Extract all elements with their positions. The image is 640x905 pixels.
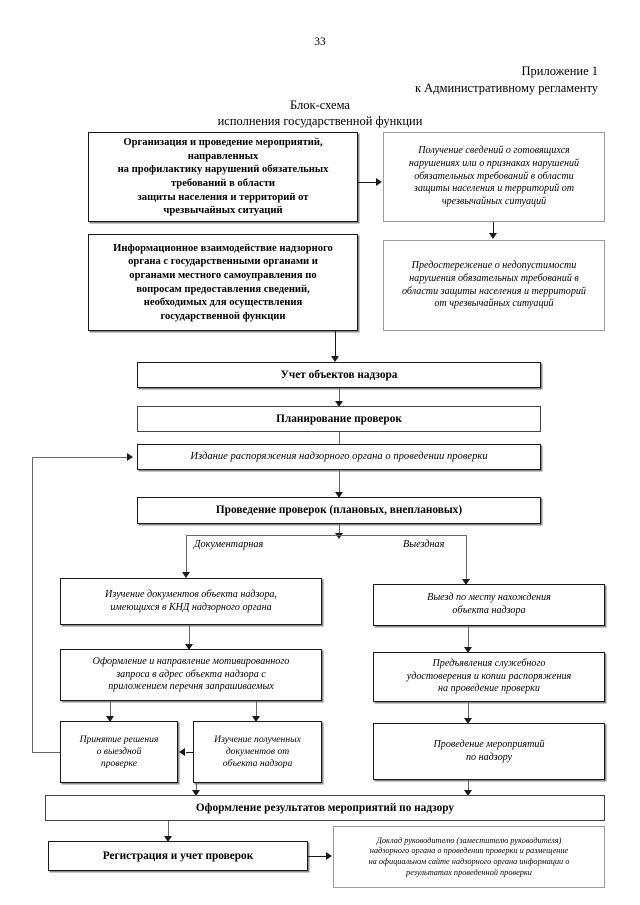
node-motivated-request[interactable]: Оформление и направление мотивированного… (60, 649, 322, 701)
appendix-line-2: к Административному регламенту (414, 81, 598, 95)
connector-feedback-horizontal-bottom (32, 752, 60, 753)
arrow-branch-documentary (182, 572, 190, 578)
connector-info-to-warning (493, 222, 494, 234)
node-site-visit-label: Выезд по месту нахождения объекта надзор… (427, 592, 551, 616)
node-study-documents[interactable]: Изучение документов объекта надзора, име… (60, 578, 322, 625)
node-report-to-head[interactable]: Доклад руководителю (заместителю руковод… (333, 826, 605, 888)
connector-present-to-supervision (468, 702, 469, 719)
branch-label-field: Выездная (403, 539, 445, 550)
node-information-exchange[interactable]: Информационное взаимодействие надзорного… (88, 234, 358, 331)
node-study-received-documents[interactable]: Изучение полученных документов от объект… (193, 721, 322, 783)
node-formalize-results-label: Оформление результатов мероприятий по на… (195, 801, 455, 814)
node-registration-accounting-label: Регистрация и учет проверок (102, 849, 254, 862)
arrow-study-to-request (185, 644, 193, 650)
arrow-registry-to-planning (335, 401, 343, 407)
appendix-line-1: Приложение 1 (521, 64, 598, 78)
arrow-present-to-supervision (464, 718, 472, 724)
connector-request-to-study-received (256, 701, 257, 717)
connector-branch-field (466, 535, 467, 580)
node-conduct-inspections[interactable]: Проведение проверок (плановых, внепланов… (137, 497, 541, 524)
arrow-feedback-to-order (127, 453, 133, 461)
node-inspection-planning[interactable]: Планирование проверок (137, 406, 541, 432)
connector-order-to-inspections (339, 470, 340, 493)
connector-branch-bus (186, 535, 466, 536)
node-supervision-activities-label: Проведение мероприятий по надзору (433, 738, 545, 763)
document-title-line-2: исполнения государственной функции (217, 114, 423, 128)
branch-label-documentary: Документарная (194, 539, 264, 550)
document-title-line-1: Блок-схема (290, 98, 350, 112)
node-registry-of-objects-label: Учет объектов надзора (280, 368, 398, 381)
node-receive-violation-info[interactable]: Получение сведений о готовящихся нарушен… (383, 132, 605, 222)
connector-feedback-horizontal-top (32, 457, 127, 458)
node-issue-order[interactable]: Издание распоряжения надзорного органа о… (137, 444, 541, 470)
node-warning-notice[interactable]: Предостережение о недопустимости нарушен… (383, 240, 605, 331)
page-number: 33 (314, 36, 326, 48)
node-formalize-results[interactable]: Оформление результатов мероприятий по на… (45, 795, 605, 821)
node-study-documents-label: Изучение документов объекта надзора, име… (105, 588, 277, 613)
arrow-prevention-to-info (376, 178, 382, 186)
arrow-branch-field (462, 579, 470, 585)
connector-results-to-registration (168, 821, 169, 837)
node-registry-of-objects[interactable]: Учет объектов надзора (137, 362, 541, 388)
connector-registry-to-planning (339, 388, 340, 402)
arrow-received-to-decision (179, 748, 185, 756)
node-study-received-documents-label: Изучение полученных документов от объект… (214, 733, 301, 770)
node-motivated-request-label: Оформление и направление мотивированного… (92, 655, 290, 693)
connector-branch-documentary (186, 535, 187, 573)
arrow-right-to-results (464, 790, 472, 796)
node-prevention-activities-label: Организация и проведение мероприятий, на… (117, 137, 329, 217)
arrow-inspections-split (335, 533, 343, 539)
node-present-credentials-label: Предъявления служебного удостоверения и … (406, 657, 572, 695)
arrow-registration-to-report (326, 852, 332, 860)
node-supervision-activities[interactable]: Проведение мероприятий по надзору (373, 723, 605, 780)
connector-request-to-decision (110, 701, 111, 717)
connector-received-to-decision (186, 752, 193, 753)
node-conduct-inspections-label: Проведение проверок (плановых, внепланов… (215, 504, 463, 517)
node-decision-field-inspection[interactable]: Принятие решения о выездной проверке (60, 721, 178, 783)
connector-study-to-request (189, 625, 190, 645)
arrow-results-to-registration (164, 836, 172, 842)
connector-planning-to-order (339, 432, 340, 446)
arrow-exchange-to-registry (331, 356, 339, 362)
node-registration-accounting[interactable]: Регистрация и учет проверок (48, 841, 308, 871)
arrow-order-to-inspections (335, 492, 343, 498)
node-warning-notice-label: Предостережение о недопустимости нарушен… (402, 259, 586, 310)
connector-decision-to-results (196, 783, 197, 793)
arrow-request-to-study-received (252, 716, 260, 722)
connector-exchange-to-registry (335, 331, 336, 357)
arrow-visit-to-present-id (464, 647, 472, 653)
node-site-visit[interactable]: Выезд по месту нахождения объекта надзор… (373, 584, 605, 626)
node-receive-violation-info-label: Получение сведений о готовящихся нарушен… (408, 144, 580, 208)
connector-feedback-vertical (32, 457, 33, 752)
arrow-request-to-decision (106, 716, 114, 722)
connector-supervision-to-results (468, 780, 469, 793)
connector-registration-to-report (308, 856, 327, 857)
connector-inspections-split (339, 524, 340, 535)
connector-visit-to-present-id (468, 626, 469, 648)
arrow-left-to-results (192, 790, 200, 796)
node-report-to-head-label: Доклад руководителю (заместителю руковод… (368, 835, 570, 877)
node-information-exchange-label: Информационное взаимодействие надзорного… (113, 242, 333, 322)
node-prevention-activities[interactable]: Организация и проведение мероприятий, на… (88, 132, 358, 222)
arrow-info-to-warning (489, 233, 497, 239)
node-decision-field-inspection-label: Принятие решения о выездной проверке (79, 733, 159, 770)
node-issue-order-label: Издание распоряжения надзорного органа о… (190, 451, 488, 463)
node-present-credentials[interactable]: Предъявления служебного удостоверения и … (373, 652, 605, 702)
connector-prevention-to-info (358, 182, 377, 183)
node-inspection-planning-label: Планирование проверок (276, 412, 402, 425)
